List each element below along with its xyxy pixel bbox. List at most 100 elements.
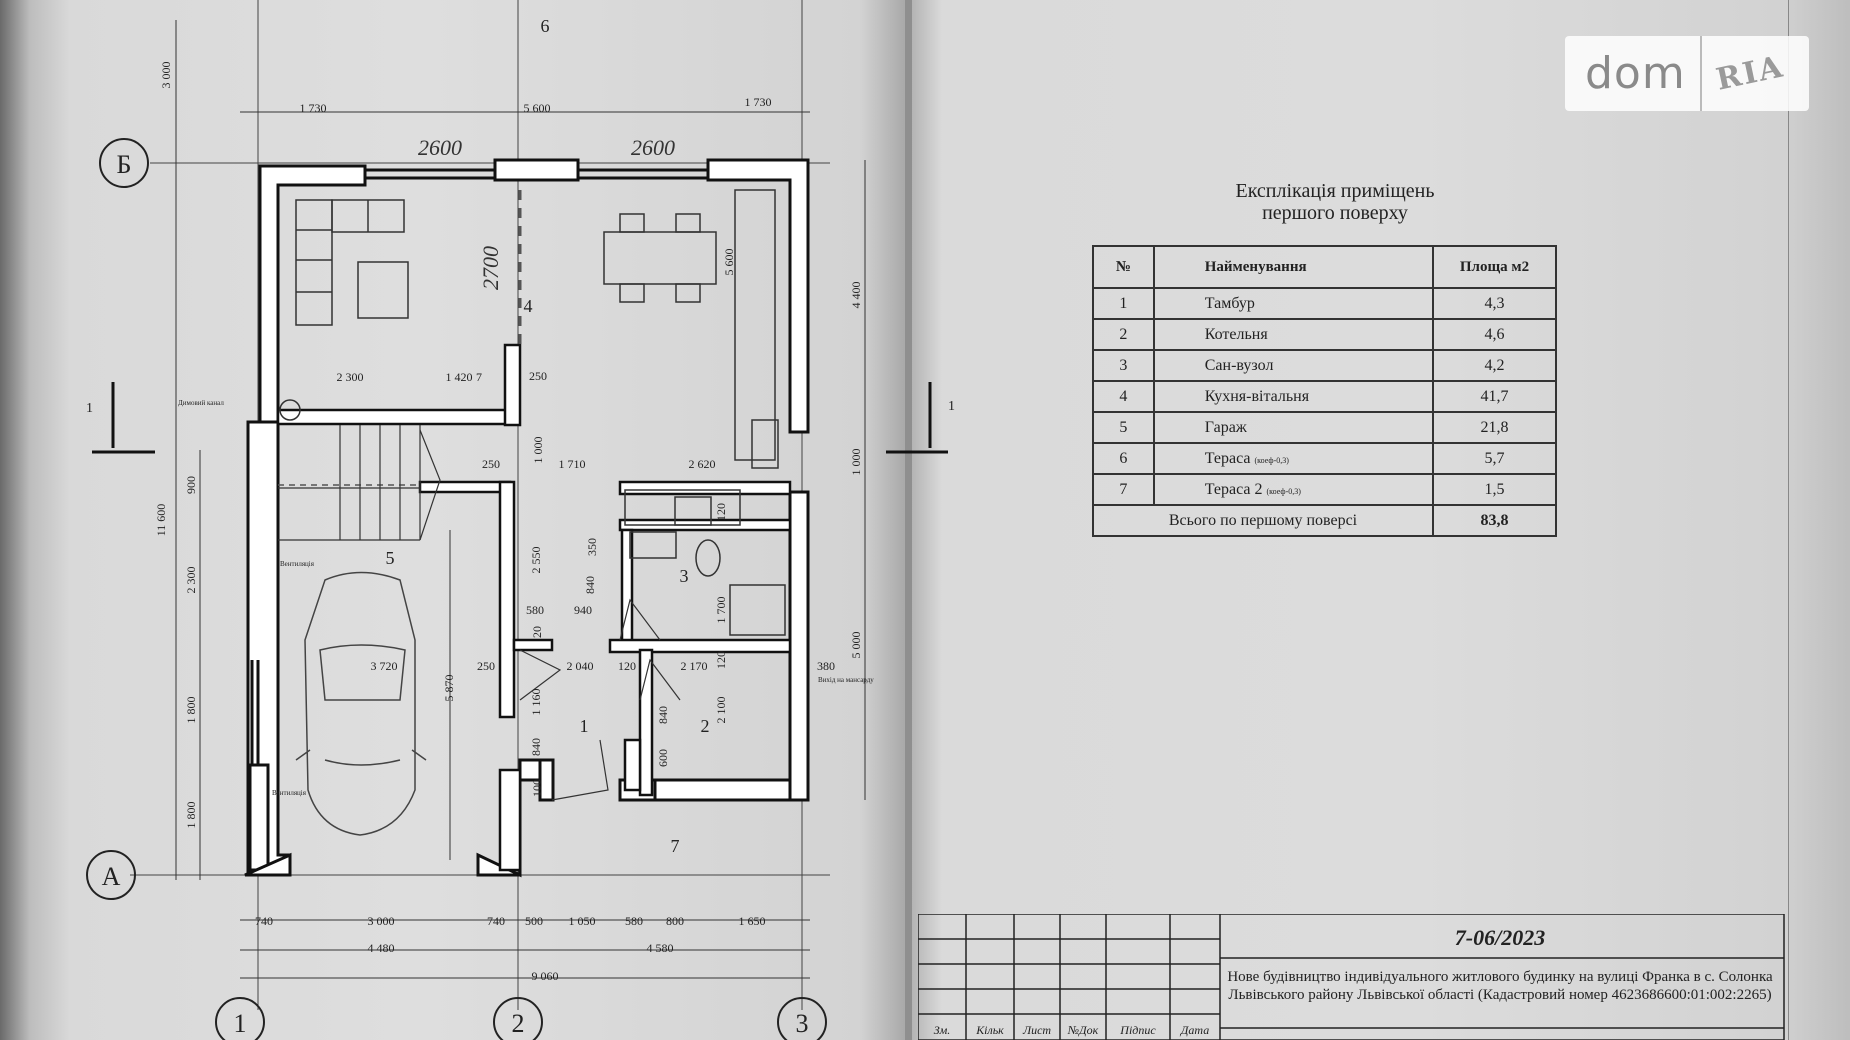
explication-title-line2: першого поверху	[1262, 202, 1408, 224]
note-vent-2: Вентиляція	[272, 789, 307, 797]
dim-inner-27: 2 100	[714, 697, 728, 724]
row-num: 3	[1092, 349, 1155, 382]
stamp-date: 7-06/2023	[1454, 925, 1546, 950]
table-row: 1 Тамбур 4,3	[1092, 287, 1558, 320]
row-note: (коеф-0,3)	[1266, 486, 1301, 496]
stamp-col-4: №Док	[1067, 1023, 1099, 1037]
dim-bottom-2: 3 000	[368, 914, 395, 928]
dim-inner-29: 120	[714, 651, 728, 669]
dim-left-5: 1 800	[184, 697, 198, 724]
row-name-text: Тераса 2	[1204, 480, 1263, 498]
dim-bottom-3: 740	[487, 914, 505, 928]
total-row: Всього по першому поверсі 83,8	[1092, 504, 1558, 537]
title-block: Зм. Кільк Лист №Док Підпис Дата	[918, 914, 1785, 1040]
header-area: Площа м2	[1431, 245, 1558, 289]
watermark-separator	[1699, 36, 1702, 111]
dim-inner-15: 1 700	[714, 597, 728, 624]
total-label: Всього по першому поверсі	[1092, 504, 1434, 537]
row-name: Тераса 2 (коеф-0,3)	[1152, 473, 1434, 506]
dim-inner-30: 20	[530, 626, 544, 638]
dim-inner-14: 940	[574, 603, 592, 617]
dim-right-1: 4 400	[849, 282, 863, 309]
dashed-lines	[278, 190, 522, 486]
dim-bottom-5: 1 050	[569, 914, 596, 928]
stamp-col-6: Дата	[1180, 1023, 1209, 1037]
row-name-text: Тамбур	[1204, 294, 1255, 312]
dimension-lines	[175, 20, 866, 979]
stamp-col-1: Зм.	[934, 1023, 951, 1037]
dim-left-2: 11 600	[154, 504, 168, 537]
row-area: 41,7	[1431, 380, 1558, 413]
note-vent-1: Вентиляція	[280, 560, 315, 568]
dim-inner-13: 580	[526, 603, 544, 617]
axis-b-label: Б	[117, 150, 132, 179]
watermark-dom-text: dom	[1585, 48, 1686, 99]
axis-bubbles	[86, 138, 827, 1040]
dim-inner-4: 7	[476, 370, 482, 384]
domria-watermark: dom RIA	[1565, 36, 1809, 111]
axis-3-bubble	[777, 997, 827, 1040]
row-num: 6	[1092, 442, 1155, 475]
handwritten-window-1: 2600	[418, 135, 462, 160]
table-row: 5 Гараж 21,8	[1092, 411, 1558, 444]
dim-right-2: 1 000	[849, 449, 863, 476]
dim-inner-10: 2 550	[529, 547, 543, 574]
watermark-ria-logo: RIA	[1712, 49, 1787, 98]
row-num: 4	[1092, 380, 1155, 413]
row-area: 5,7	[1431, 442, 1558, 475]
dim-left-3: 900	[184, 476, 198, 494]
row-name-text: Сан-вузол	[1204, 356, 1274, 374]
axis-1-bubble	[215, 997, 265, 1040]
stamp-col-2: Кільк	[975, 1023, 1004, 1037]
row-area: 21,8	[1431, 411, 1558, 444]
stamp-description: Нове будівництво індивідуального житлово…	[1227, 969, 1773, 1003]
dim-inner-12: 840	[583, 576, 597, 594]
dim-bottom-4: 500	[525, 914, 543, 928]
dim-inner-24: 840	[529, 738, 543, 756]
dim-inner-21: 380	[817, 659, 835, 673]
page-edge	[1788, 0, 1850, 1040]
dim-inner-5: 250	[529, 369, 547, 383]
header-name: Найменування	[1152, 245, 1434, 289]
dim-bottom-7: 800	[666, 914, 684, 928]
room-7-label: 7	[671, 836, 680, 856]
dim-inner-17: 250	[477, 659, 495, 673]
explication-title: Експлікація приміщень першого поверху	[1150, 180, 1520, 224]
row-area: 4,3	[1431, 287, 1558, 320]
row-area: 1,5	[1431, 473, 1558, 506]
explication-title-line1: Експлікація приміщень	[1235, 180, 1435, 202]
table-row: 7 Тераса 2 (коеф-0,3) 1,5	[1092, 473, 1558, 506]
dim-inner-6: 1 000	[531, 437, 545, 464]
axis-a-label: А	[102, 862, 121, 891]
dim-inner-2: 2 300	[337, 370, 364, 384]
axis-1-label: 1	[234, 1009, 247, 1038]
row-name: Кухня-вітальня	[1152, 380, 1434, 413]
table-row: 3 Сан-вузол 4,2	[1092, 349, 1558, 382]
dim-inner-18: 2 040	[567, 659, 594, 673]
dim-inner-20: 2 170	[681, 659, 708, 673]
table-row: 4 Кухня-вітальня 41,7	[1092, 380, 1558, 413]
row-num: 7	[1092, 473, 1155, 506]
row-name: Гараж	[1152, 411, 1434, 444]
room-6-label: 6	[541, 16, 550, 36]
stamp-col-5: Підпис	[1119, 1023, 1156, 1037]
axis-2-bubble	[493, 997, 543, 1040]
row-name-text: Кухня-вітальня	[1204, 387, 1310, 405]
table-row: 6 Тераса (коеф-0,3) 5,7	[1092, 442, 1558, 475]
row-num: 1	[1092, 287, 1155, 320]
note-smoke-channel: Димовий канал	[178, 399, 224, 407]
dim-inner-7: 1 710	[559, 457, 586, 471]
dim-bottom-1: 740	[255, 914, 273, 928]
stairs	[278, 425, 441, 541]
row-num: 5	[1092, 411, 1155, 444]
explication-header-row: № Найменування Площа м2	[1092, 245, 1558, 289]
table-row: 2 Котельня 4,6	[1092, 318, 1558, 351]
row-name-text: Котельня	[1204, 325, 1268, 343]
section-mark-left: 1	[86, 401, 93, 416]
axis-2-label: 2	[512, 1009, 525, 1038]
dim-bottom-row2-2: 4 580	[647, 941, 674, 955]
handwritten-window-2: 2600	[631, 135, 675, 160]
room-1-label: 1	[580, 716, 589, 736]
dim-bottom-row2-1: 4 480	[368, 941, 395, 955]
